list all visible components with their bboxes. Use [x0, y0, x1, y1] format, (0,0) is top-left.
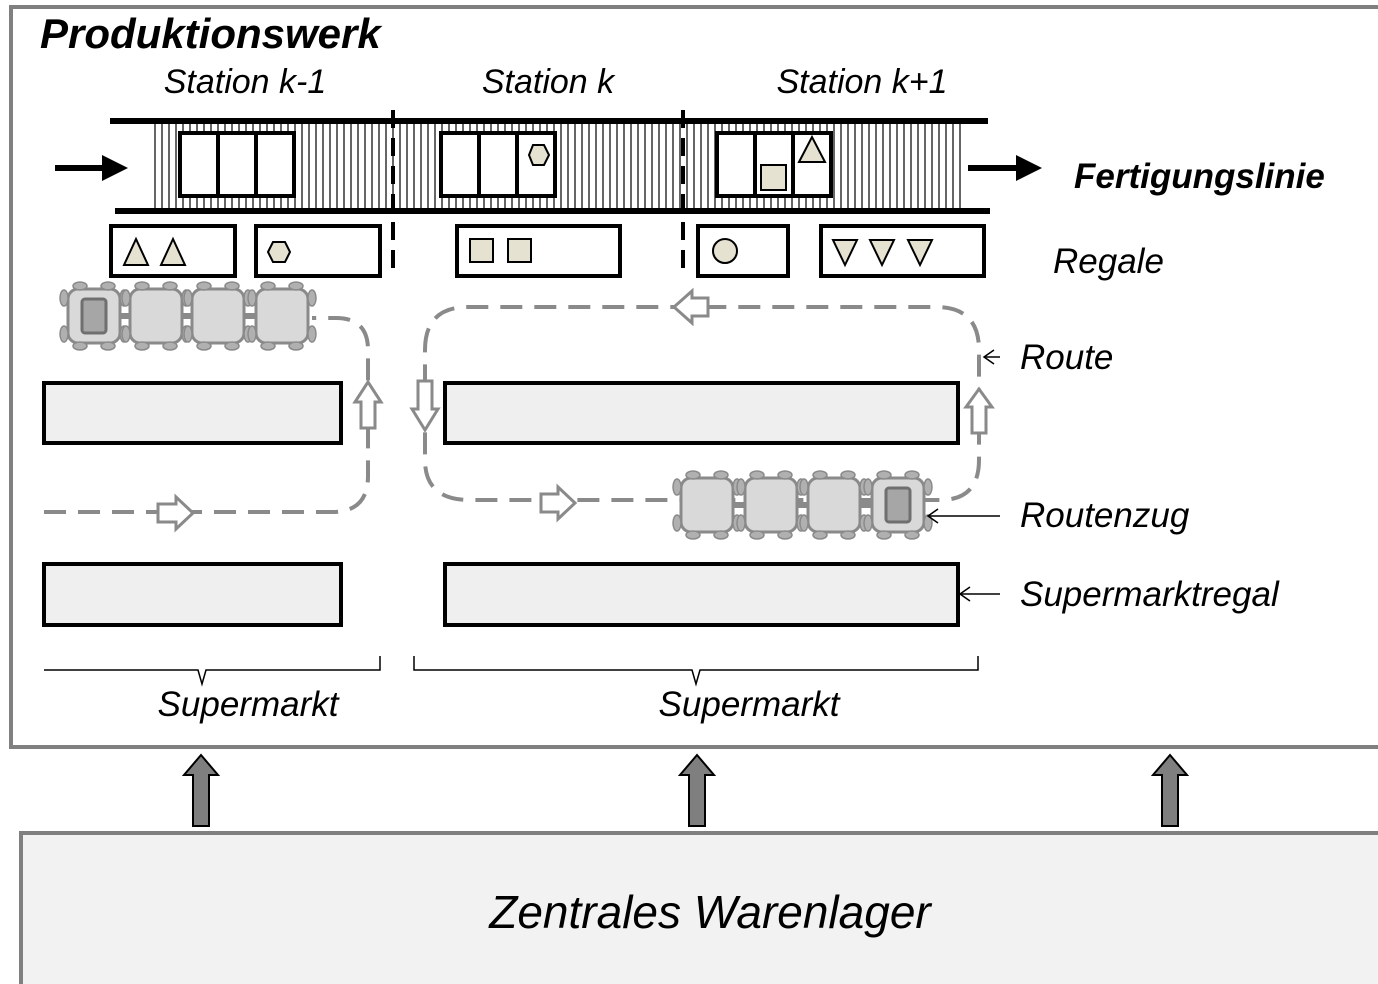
racks-label: Regale — [1053, 242, 1164, 281]
route-direction-arrow-icon — [671, 287, 710, 327]
supermarket-label-left: Supermarkt — [158, 685, 340, 724]
triangle-part-icon — [122, 236, 150, 266]
rack — [109, 224, 237, 278]
train-pointer — [926, 508, 1000, 524]
tugger-train — [671, 469, 934, 541]
product-group-station-k — [439, 131, 557, 198]
hexagon-part-icon — [266, 241, 292, 263]
rack — [455, 224, 622, 278]
line-outflow-arrow — [968, 155, 1042, 181]
train-label: Routenzug — [1020, 496, 1190, 535]
route-direction-arrow-icon — [963, 386, 995, 435]
rack — [696, 224, 790, 278]
supply-arrow-icon — [677, 753, 717, 827]
supply-arrow-icon — [181, 753, 221, 827]
assembly-line-label: Fertigungslinie — [1074, 157, 1325, 196]
route-direction-arrow-icon — [156, 493, 196, 533]
product-group-station-k-plus-1 — [715, 131, 833, 198]
supermarket-brace — [44, 656, 381, 687]
rack — [819, 224, 986, 278]
supermarket-shelf — [443, 562, 960, 627]
inverted-triangle-part-icon — [906, 239, 934, 268]
central-warehouse — [19, 831, 1378, 984]
supermarket-brace — [413, 656, 979, 687]
supermarket-shelf — [42, 562, 343, 627]
circle-part-icon — [712, 238, 738, 264]
square-part-icon — [760, 164, 787, 191]
triangle-part-icon — [797, 134, 827, 163]
hexagon-part-icon — [527, 144, 551, 166]
station-label-k: Station k — [482, 63, 616, 101]
inverted-triangle-part-icon — [868, 239, 896, 268]
shelf-label: Supermarktregal — [1020, 575, 1280, 614]
route-right — [423, 305, 981, 502]
supermarket-shelf — [42, 381, 343, 445]
supply-arrow-icon — [1150, 753, 1190, 827]
route-pointer — [982, 349, 1000, 365]
route-direction-arrow-icon — [539, 483, 578, 523]
supermarket-label-right: Supermarkt — [659, 685, 841, 724]
triangle-part-icon — [159, 236, 187, 266]
route-direction-arrow-icon — [409, 379, 441, 433]
supermarket-shelf — [443, 381, 960, 445]
plant-title: Produktionswerk — [40, 10, 383, 57]
line-inflow-arrow — [55, 155, 128, 181]
route-left — [44, 316, 370, 514]
station-label-k-plus-1: Station k+1 — [776, 63, 947, 101]
rack — [254, 224, 382, 278]
tugger-train — [58, 280, 318, 352]
route-direction-arrow-icon — [352, 379, 384, 430]
route-label: Route — [1020, 338, 1113, 377]
warehouse-label: Zentrales Warenlager — [488, 886, 932, 938]
station-label-k-minus-1: Station k-1 — [164, 63, 327, 101]
shelf-pointer — [958, 586, 1000, 602]
square-part-icon — [469, 238, 494, 263]
product-group-station-k-minus-1 — [178, 131, 296, 198]
inverted-triangle-part-icon — [831, 239, 859, 268]
square-part-icon — [507, 238, 532, 263]
